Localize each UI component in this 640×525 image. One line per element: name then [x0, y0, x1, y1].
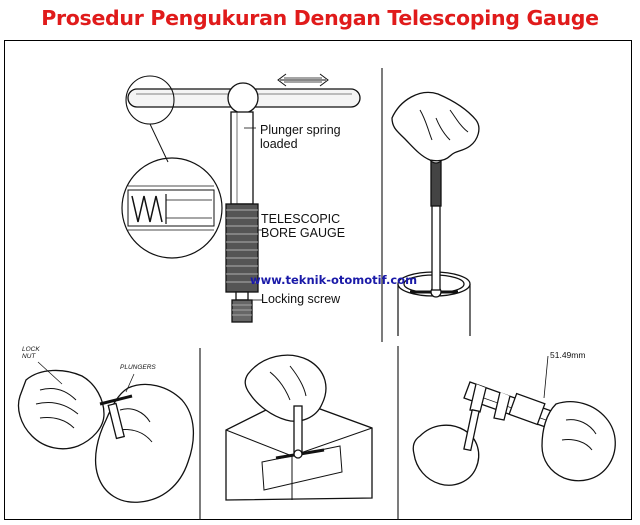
lock-nut-leader — [37, 361, 63, 385]
detail-zoom-circle — [121, 157, 223, 259]
caliper-measuring-drawing — [412, 355, 616, 486]
label-plungers: PLUNGERS — [120, 364, 156, 371]
gauge-handle — [430, 159, 442, 207]
movement-arrow — [277, 73, 329, 87]
caliper-slider — [508, 392, 546, 426]
watermark-url: www.teknik-otomotif.com — [250, 273, 418, 287]
measurement-leader — [543, 355, 549, 399]
label-lock-nut: LOCK NUT — [22, 346, 40, 360]
left-hand — [17, 369, 105, 450]
lock-nut-hand-drawing — [17, 361, 195, 503]
locking-screw-neck — [235, 291, 249, 301]
label-locking-screw: Locking screw — [261, 292, 341, 306]
page-title: Prosedur Pengukuran Dengan Telescoping G… — [41, 6, 599, 30]
plunger-spring — [131, 195, 163, 223]
telescopic-gauge-drawing — [121, 73, 361, 323]
bore-insertion-drawing — [391, 91, 480, 336]
label-plunger-spring: Plunger spring loaded — [260, 123, 341, 151]
hand-holding-gauge — [391, 91, 480, 162]
figure-frame — [4, 40, 632, 520]
right-hand — [94, 383, 195, 503]
ball-joint — [227, 82, 259, 114]
left-hand-caliper — [412, 424, 480, 486]
locking-screw — [231, 299, 253, 323]
cylinder-bore — [397, 284, 471, 336]
gauge-stem — [230, 111, 254, 205]
knurled-handle — [225, 203, 259, 293]
plungers-leader — [125, 373, 135, 393]
label-telescopic-bore-gauge: TELESCOPIC BORE GAUGE — [261, 212, 346, 240]
hand-pulling — [244, 354, 327, 422]
label-measurement: 51.49mm — [550, 350, 586, 360]
bore-removal-drawing — [225, 354, 373, 501]
